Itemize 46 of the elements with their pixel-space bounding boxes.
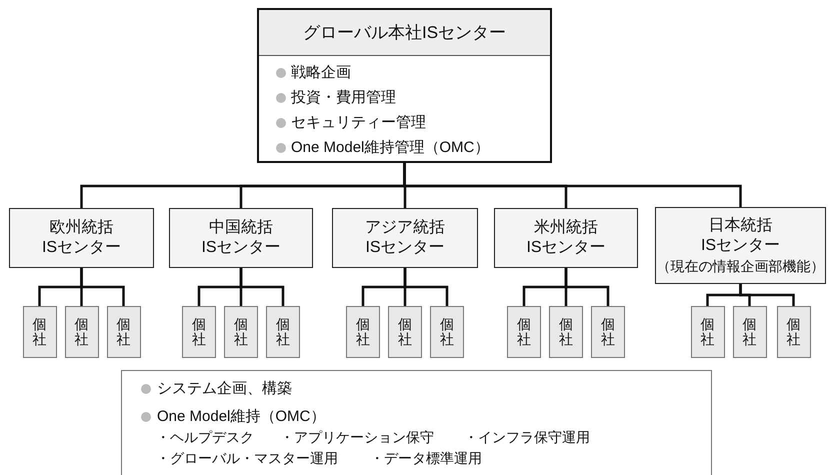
company-box: 個社 xyxy=(182,306,216,358)
list-item: ・データ標準運用 xyxy=(370,450,482,468)
company-box: 個社 xyxy=(106,306,140,358)
list-item: One Model維持管理（OMC） xyxy=(291,138,490,157)
list-item: 戦略企画 xyxy=(291,63,351,82)
box-heading: グローバル本社ISセンター xyxy=(259,10,550,56)
company-box: 個社 xyxy=(549,306,583,358)
box-note: （現在の情報企画部機能） xyxy=(656,256,824,276)
company-box: 個社 xyxy=(732,306,766,358)
box-label: 米州統括 ISセンター xyxy=(525,218,607,258)
list-item: One Model維持（OMC） xyxy=(157,407,326,426)
company-box: 個社 xyxy=(64,306,98,358)
org-box xyxy=(169,208,313,268)
list-item: ・グローバル・マスター運用 xyxy=(156,450,338,468)
connector-line xyxy=(564,268,610,306)
connector-line xyxy=(403,163,742,207)
org-box xyxy=(655,207,826,284)
list-item: ・ヘルプデスク xyxy=(156,429,254,447)
company-box: 個社 xyxy=(430,306,464,358)
company-box: 個社 xyxy=(266,306,300,358)
company-box: 個社 xyxy=(776,306,810,358)
company-box: 個社 xyxy=(507,306,541,358)
box-label: アジア統括 ISセンター xyxy=(364,218,446,258)
list-item: ・インフラ保守運用 xyxy=(464,429,590,447)
org-box xyxy=(332,208,478,268)
org-box xyxy=(494,208,638,268)
box-label: 欧州統括 ISセンター xyxy=(40,218,122,258)
list-item: 投資・費用管理 xyxy=(291,88,396,107)
company-box: 個社 xyxy=(388,306,422,358)
connector-line xyxy=(404,268,448,306)
box-label: 中国統括 ISセンター xyxy=(200,218,282,258)
box-label: 日本統括 ISセンター xyxy=(700,216,782,256)
company-box: 個社 xyxy=(346,306,380,358)
list-item: システム企画、構築 xyxy=(157,379,292,398)
note-box xyxy=(121,370,712,475)
company-box: 個社 xyxy=(690,306,724,358)
connector-line xyxy=(80,268,125,306)
org-box xyxy=(9,208,154,268)
company-box: 個社 xyxy=(22,306,56,358)
list-item: セキュリティー管理 xyxy=(291,113,426,132)
org-box xyxy=(257,8,552,163)
list-item: ・アプリケーション保守 xyxy=(280,429,434,447)
connector-line xyxy=(739,284,795,306)
connector-line xyxy=(240,268,284,306)
company-box: 個社 xyxy=(224,306,258,358)
company-box: 個社 xyxy=(591,306,625,358)
